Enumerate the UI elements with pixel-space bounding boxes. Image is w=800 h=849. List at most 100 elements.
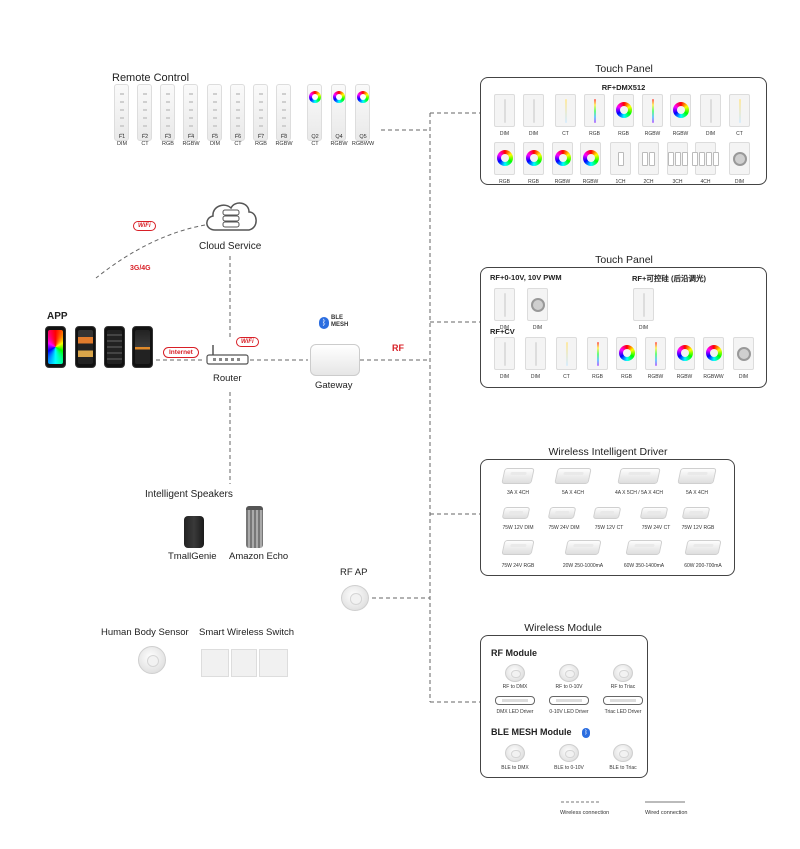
remote-model-label: F4 (187, 134, 195, 140)
touch-panel-tile (610, 142, 631, 175)
panel-type-label: RGBW (644, 131, 661, 137)
rf-label: RF (392, 343, 404, 353)
remote-type-label: RGB (255, 141, 267, 147)
slider-bar (504, 342, 506, 366)
switch-key (674, 152, 681, 166)
color-wheel-icon (309, 91, 321, 103)
touch-panel-tile (580, 142, 601, 175)
remote-control-device (230, 84, 245, 141)
driver-spec-label: 75W 24V DIM (548, 525, 580, 531)
color-wheel-icon (706, 345, 722, 361)
panel-type-label: RGB (499, 179, 510, 185)
remote-model-label: F6 (234, 134, 242, 140)
color-wheel-icon (673, 102, 689, 118)
touch-panel-tile (616, 337, 637, 370)
slider-bar (643, 293, 645, 317)
led-driver-bar (549, 696, 589, 705)
panel-type-label: RGB (592, 374, 603, 380)
phone-mockup-3 (104, 326, 125, 368)
panel-type-label: DIM (528, 131, 539, 137)
amazon-echo-device (246, 506, 263, 548)
color-wheel-icon (677, 345, 693, 361)
remote-model-label: Q5 (359, 134, 367, 140)
slider-bar (533, 99, 535, 123)
touch-panel-tile (674, 337, 695, 370)
rf-module-device (613, 664, 633, 682)
panel-type-label: DIM (499, 325, 510, 331)
slider-bar (535, 342, 537, 366)
ble-module-device (613, 744, 633, 762)
remote-model-label: F2 (141, 134, 149, 140)
rf-driver-label: DMX LED Driver (496, 709, 534, 715)
switch-key (642, 152, 648, 166)
remote-model-label: Q2 (311, 134, 319, 140)
ble-module-device (559, 744, 579, 762)
panel-type-label: DIM (734, 179, 745, 185)
router-label: Router (213, 373, 242, 384)
color-wheel-icon (583, 150, 599, 166)
touch-panel-tile (638, 142, 659, 175)
driver-spec-label: 20W 250-1000mA (562, 563, 604, 569)
driver-spec-label: 5A X 4CH (686, 490, 708, 496)
color-wheel-icon (526, 150, 542, 166)
touch-panel-2-title: Touch Panel (595, 254, 653, 266)
panel-type-label: DIM (532, 325, 543, 331)
router-icon (205, 345, 250, 367)
remote-type-label: CT (311, 141, 319, 147)
panel-type-label: 1CH (615, 179, 626, 185)
remote-control-device (307, 84, 322, 141)
slider-bar (504, 99, 506, 123)
remote-type-label: RGBW (275, 141, 293, 147)
remote-control-device (253, 84, 268, 141)
rotary-knob-icon (531, 298, 545, 312)
color-wheel-icon (619, 345, 635, 361)
phone-mockup-2 (75, 326, 96, 368)
rf-module-label: RF to 0-10V (555, 684, 583, 690)
human-body-sensor-device (138, 646, 166, 674)
remote-type-label: RGBW (330, 141, 348, 147)
panel-type-label: DIM (705, 131, 716, 137)
led-driver-device (501, 540, 535, 555)
panel-type-label: DIM (499, 131, 510, 137)
led-driver-device (639, 507, 669, 519)
panel-type-label: RGBW (554, 179, 571, 185)
gateway-device (310, 344, 360, 376)
tmallgenie-device (184, 516, 204, 548)
slider-bar (710, 99, 712, 123)
touch-panel-tile (733, 337, 754, 370)
remote-model-label: F7 (257, 134, 265, 140)
legend-wireless-label: Wireless connection (560, 810, 610, 816)
touch-panel-tile (494, 288, 515, 321)
rf-module-label: RF to Triac (610, 684, 636, 690)
touch-panel-tile (633, 288, 654, 321)
touch-panel-2-group-c-title: RF+CV (490, 327, 515, 336)
slider-bar (652, 99, 654, 123)
led-driver-device (681, 507, 711, 519)
switch-key (706, 152, 712, 166)
touch-panel-tile (703, 337, 724, 370)
ble-mesh-line1: BLE (331, 315, 343, 321)
remote-model-label: F3 (164, 134, 172, 140)
touch-panel-tile (552, 142, 573, 175)
smart-switch-3 (259, 649, 288, 677)
driver-spec-label: 75W 24V RGB (501, 563, 535, 569)
switch-key (649, 152, 655, 166)
switch-key (667, 152, 674, 166)
panel-type-label: 3CH (672, 179, 683, 185)
remote-control-device (331, 84, 346, 141)
remote-model-label: Q4 (335, 134, 343, 140)
ble-module-bluetooth-icon: ᛒ (582, 728, 590, 738)
router-wifi-badge: WiFi (236, 337, 259, 347)
human-body-sensor-label: Human Body Sensor (101, 627, 189, 638)
remote-type-label: CT (234, 141, 242, 147)
rf-driver-label: Triac LED Driver (604, 709, 642, 715)
rotary-knob-icon (737, 347, 751, 361)
panel-type-label: RGBW (676, 374, 693, 380)
remote-type-label: DIM (116, 141, 128, 147)
color-wheel-icon (497, 150, 513, 166)
panel-type-label: DIM (638, 325, 649, 331)
remote-control-device (183, 84, 198, 141)
rf-module-title: RF Module (491, 648, 537, 658)
driver-spec-label: 75W 12V DIM (502, 525, 534, 531)
